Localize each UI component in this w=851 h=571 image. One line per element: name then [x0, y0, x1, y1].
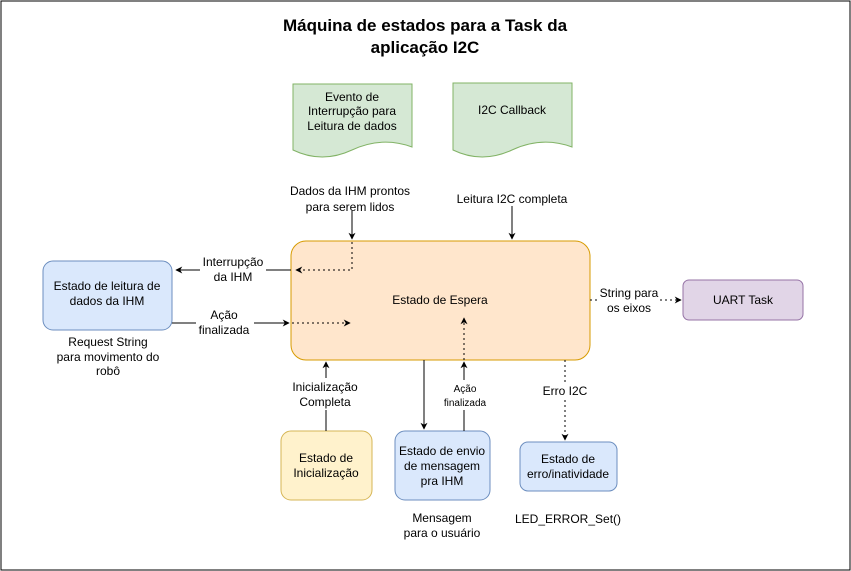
state-box — [682, 279, 804, 321]
edge-label: String para — [600, 286, 659, 300]
edge-label: finalizada — [199, 323, 250, 337]
edge-label: Ação — [454, 384, 477, 395]
edge-label: os eixos — [607, 301, 651, 315]
edge-label: Ação — [210, 308, 238, 322]
state-box — [42, 260, 173, 331]
node-uart-task: UART Task — [682, 279, 804, 321]
node-label: I2C Callback — [478, 103, 547, 117]
document-shape — [292, 83, 413, 158]
node-label: de mensagem — [404, 459, 480, 473]
note-label: para movimento do — [57, 350, 160, 364]
node-label: pra IHM — [421, 474, 464, 488]
edge-read-complete: Leitura I2C completa — [457, 192, 568, 240]
edge-label: finalizada — [444, 398, 487, 409]
node-init-state: Estado de Inicialização — [280, 430, 373, 501]
edge-line-dotted — [295, 242, 353, 274]
node-label: Leitura de dados — [307, 119, 396, 133]
edge-label: Dados da IHM prontos — [290, 184, 410, 198]
node-error-state: Estado de erro/inatividade — [519, 441, 618, 492]
note-request-string: Request String para movimento do robô — [57, 335, 160, 378]
edge-label-bg — [288, 378, 364, 410]
edge-label: Leitura I2C completa — [457, 192, 568, 206]
note-label: Request String — [68, 335, 147, 349]
edge-label: Erro I2C — [543, 384, 588, 398]
note-label: para o usuário — [404, 526, 481, 540]
node-label: Estado de — [299, 451, 353, 465]
edge-label: Interrupção — [203, 255, 264, 269]
node-label: Estado de envio — [399, 444, 485, 458]
note-label: LED_ERROR_Set() — [515, 512, 621, 526]
node-label: Estado de Espera — [392, 293, 488, 307]
note-led-error: LED_ERROR_Set() — [515, 512, 621, 526]
edge-interrupt-ihm: Interrupção da IHM — [175, 242, 353, 286]
edge-i2c-error: Erro I2C — [540, 360, 590, 441]
diagram-title-line2: aplicação I2C — [371, 38, 480, 57]
edge-label: da IHM — [214, 270, 253, 284]
node-label: Inicialização — [293, 466, 359, 480]
edge-init-complete: Inicialização Completa — [288, 361, 364, 431]
node-send-state: Estado de envio de mensagem pra IHM — [394, 430, 491, 501]
edge-label-bg — [196, 307, 254, 339]
edge-action-done-left: Ação finalizada — [172, 307, 351, 339]
edge-string-axes: String para os eixos — [590, 285, 682, 315]
node-wait-state: Estado de Espera — [290, 240, 591, 361]
edge-label-bg — [540, 382, 590, 398]
edge-label-bg — [598, 285, 660, 315]
node-label: UART Task — [713, 293, 774, 307]
node-i2c-callback: I2C Callback — [452, 82, 573, 158]
node-label: dados da IHM — [70, 294, 145, 308]
node-read-state: Estado de leitura de dados da IHM — [42, 260, 173, 331]
edge-data-ready: Dados da IHM prontos para serem lidos — [290, 184, 410, 240]
edge-action-done-bottom: Ação finalizada — [441, 317, 491, 431]
node-label: erro/inatividade — [527, 467, 609, 481]
state-box — [394, 430, 491, 501]
diagram-title-line1: Máquina de estados para a Task da — [283, 16, 568, 35]
node-interrupt-event: Evento de Interrupção para Leitura de da… — [292, 83, 413, 158]
node-label: Evento de — [325, 90, 379, 104]
edge-label: Completa — [299, 395, 351, 409]
edge-label-bg — [441, 380, 491, 410]
note-message-user: Mensagem para o usuário — [404, 511, 481, 540]
node-label: Estado de leitura de — [54, 279, 161, 293]
state-box — [519, 441, 618, 492]
edge-label: Inicialização — [292, 380, 358, 394]
document-shape — [452, 82, 573, 158]
note-label: robô — [96, 364, 120, 378]
edge-label: para serem lidos — [306, 200, 395, 214]
edge-label-bg — [200, 254, 266, 286]
note-label: Mensagem — [412, 511, 471, 525]
node-label: Interrupção para — [308, 104, 396, 118]
node-label: Estado de — [541, 452, 595, 466]
